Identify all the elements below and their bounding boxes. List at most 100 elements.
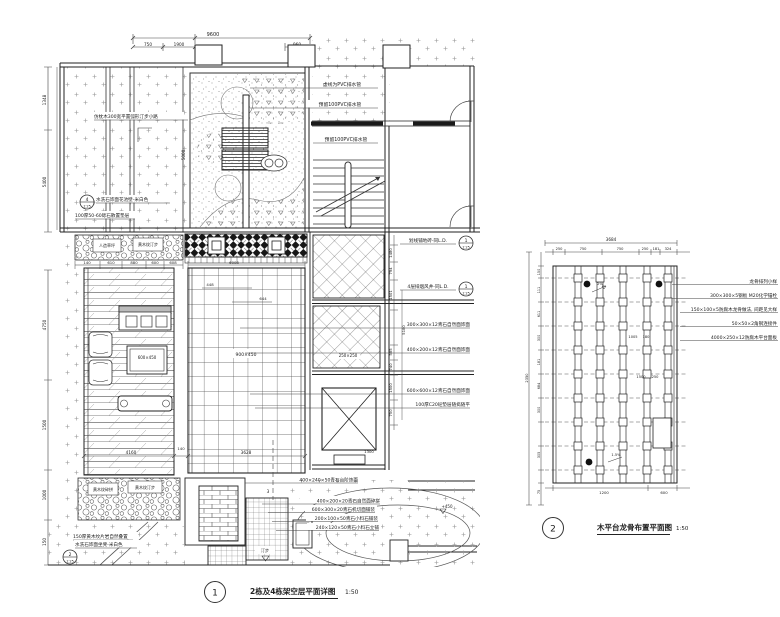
joist-clip — [618, 393, 628, 403]
ddim-t2: 750 — [580, 247, 588, 251]
joist-plate — [652, 417, 672, 449]
joist-clip — [573, 345, 583, 355]
dim-deck-w: 4160 — [126, 450, 137, 455]
joist-clip — [663, 297, 673, 307]
paver-band — [184, 233, 308, 264]
ann-slate2: 水洗石饰面坐凳-米白色 — [75, 541, 123, 548]
plan-dim-left — [44, 66, 58, 566]
joist-clip — [618, 297, 628, 307]
pvc2-bg — [306, 100, 376, 108]
ddim-total: 3684 — [606, 237, 617, 242]
joist-clip — [595, 297, 605, 307]
ann-stone3: 600×600×12青石自然面饰面 — [407, 387, 471, 394]
lattice-label-bg — [337, 351, 360, 359]
ddim-l1: 150 — [537, 269, 541, 275]
joist-clip — [573, 465, 583, 475]
dann-a3: 150×100×5防腐木龙骨做法, 间距见大样 — [691, 306, 778, 313]
ann-pvc1: 虚线为PVC排水管 — [323, 81, 362, 88]
pvc1-bg — [310, 80, 376, 88]
detail-number: 2 — [550, 525, 556, 535]
leader-lines — [73, 87, 470, 549]
joist-clip — [573, 441, 583, 451]
ann-step4: 200×100×50青石小料石铺装 — [315, 515, 379, 522]
joist-clip — [595, 369, 605, 379]
step4-bg — [306, 514, 380, 521]
anchor-dot-3 — [585, 458, 593, 466]
dim-left6: 150 — [42, 538, 47, 546]
ddim-l3: 611 — [537, 311, 541, 317]
svg-text:2: 2 — [69, 552, 72, 558]
plan-number: 1 — [212, 589, 218, 599]
dim-t1: 750 — [144, 42, 152, 47]
svg-text:1:25: 1:25 — [66, 560, 74, 564]
dim-b5: 608 — [169, 260, 177, 265]
plan-drawing: 9600 750 1900 960 1348 5400 4750 1500 10… — [42, 32, 480, 603]
detail-dim-bottom — [545, 485, 690, 491]
ann-well: 4层排烟风井-同L.D. — [407, 283, 448, 290]
detail-marker-2: 1 1:25 — [458, 281, 474, 297]
detail-title: 木平台龙骨布置平面图 — [596, 522, 672, 532]
ann-pvc2: 预留100PVC排水管 — [319, 101, 362, 108]
detail-marker-4: 4 1:25 — [79, 194, 95, 210]
grass-bottom-right — [290, 480, 480, 567]
ddim-t4: 250 — [642, 247, 650, 251]
lattice-porch-1 — [312, 234, 385, 299]
pebble-label-4: 黄木纹汀步 — [135, 484, 155, 490]
detail-marker-3: 2 1:25 — [62, 549, 78, 565]
ann-gravel: 100厚50-60砾石散置垫层 — [75, 212, 130, 219]
joist-clip — [573, 321, 583, 331]
plaza — [187, 267, 306, 474]
dim-mid6: 740 — [388, 363, 393, 371]
detail-dim-top — [544, 240, 690, 255]
ddim-s2: 1.5% — [611, 453, 621, 457]
stairs — [313, 159, 386, 229]
ddim-t3: 750 — [617, 247, 625, 251]
joist-clip — [663, 321, 673, 331]
detail-marker-1: 1 1:25 — [458, 235, 474, 251]
tingbu-label-bg — [255, 546, 275, 554]
detail-dim-left — [526, 251, 544, 506]
ddim-l5: 181 — [537, 359, 541, 365]
joist-clip — [618, 369, 628, 379]
joist-clip — [618, 417, 628, 427]
dim-b3: 880 — [130, 260, 138, 265]
joist-clip — [642, 273, 652, 283]
joist-clip — [642, 321, 652, 331]
joist-clip — [618, 273, 628, 283]
anchor-dot-1 — [583, 280, 591, 288]
deck-table-label: 600×450 — [138, 355, 157, 360]
plan-dim-top — [130, 34, 313, 51]
ann-step3: 600×300×20青石机切面铺装 — [312, 506, 376, 513]
joist-clip — [663, 369, 673, 379]
tingbu-triangle — [261, 555, 270, 562]
joist-clip — [642, 297, 652, 307]
detail-leaders — [672, 284, 778, 341]
dim-chain-456 — [81, 452, 308, 460]
plaza-inner-dims — [202, 287, 272, 303]
joist-clip — [618, 465, 628, 475]
wallcap-bg — [95, 195, 173, 203]
dim-bed-h: 5000 — [181, 149, 186, 160]
ddim-t1: 250 — [556, 247, 564, 251]
joist-clip — [573, 273, 583, 283]
svg-text:1:25: 1:25 — [462, 292, 470, 296]
ddim-e3: 1500 — [636, 375, 646, 379]
elevator-shaft — [321, 387, 377, 465]
detail-title-block: 2 木平台龙骨布置平面图 1:50 — [542, 517, 689, 539]
lattice-label: 250×250 — [339, 353, 358, 358]
dim-left1: 1348 — [42, 94, 47, 105]
dim-b4: 600 — [151, 260, 159, 265]
ddim-l7: 300 — [537, 407, 541, 413]
detail-dashed-rows — [545, 277, 688, 471]
ann-step2: 400×200×20青石自然面碎拼 — [317, 498, 381, 505]
joist-frame — [552, 265, 678, 484]
joist-clip — [663, 393, 673, 403]
dim-mid8: 750 — [388, 409, 393, 417]
gravel-bg — [74, 211, 138, 219]
dann-a1: 龙骨排列小样 — [749, 278, 777, 285]
joist-clip — [595, 393, 605, 403]
dim-left2: 5400 — [42, 176, 47, 187]
ddim-t6: 324 — [665, 247, 673, 251]
ddim-e2: 180 — [643, 335, 651, 339]
